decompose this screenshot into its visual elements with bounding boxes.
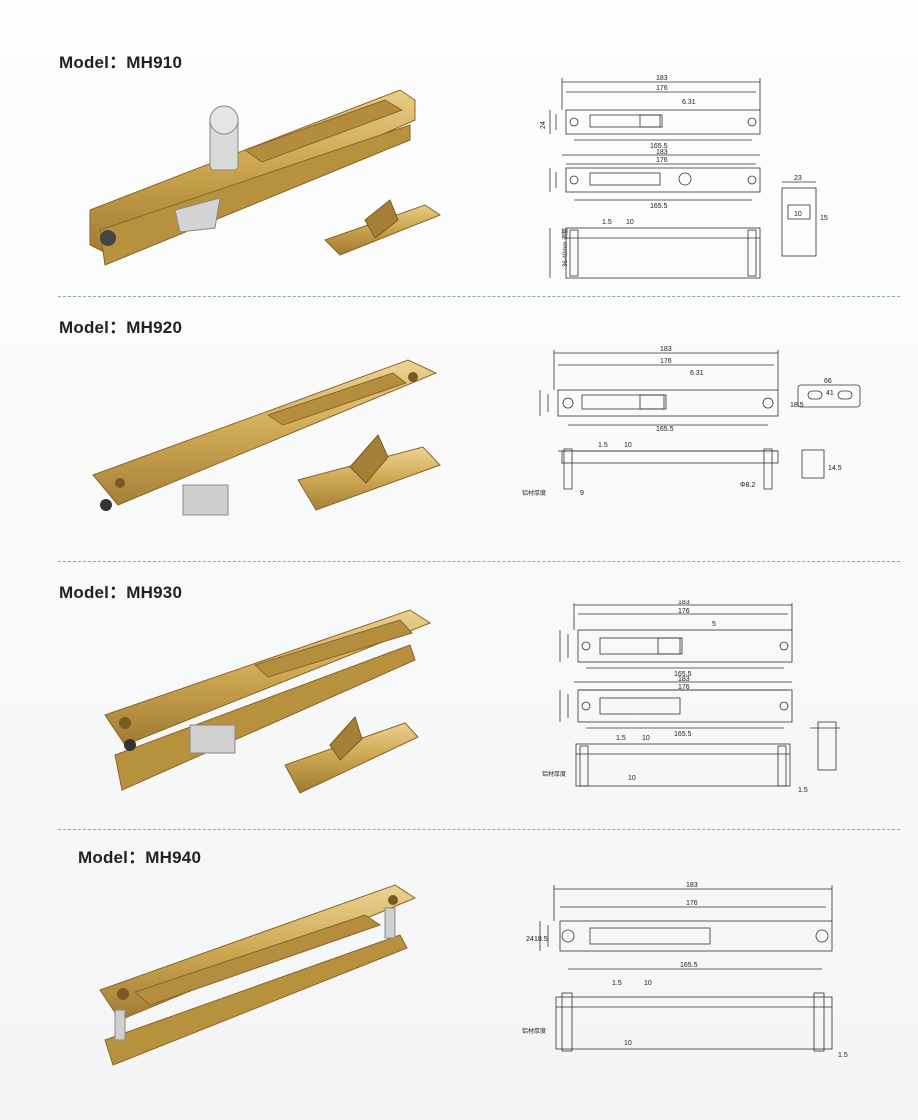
dim-overall: 183 xyxy=(686,882,698,889)
section-divider-1 xyxy=(58,296,900,297)
dim-side-w: 23 xyxy=(794,175,802,182)
lock-photo-mh920 xyxy=(92,359,441,516)
dim-overall: 183 xyxy=(678,600,690,606)
dim-step: 6.31 xyxy=(682,99,696,106)
note-adjust: 36-40mm 调整 xyxy=(561,228,569,267)
note-thickness: 铝材厚度 xyxy=(522,489,546,497)
model-title-mh910: Model：MH910 xyxy=(59,53,183,72)
dim-small-b: 10 xyxy=(644,980,652,987)
latch-hook-icon xyxy=(182,484,229,516)
dim-side-mid: 10 xyxy=(794,211,802,218)
dim-keeper-h: 18.5 xyxy=(790,402,804,409)
dim-depth: 9 xyxy=(580,490,584,497)
dim-depth: 10 xyxy=(628,775,636,782)
dim-overall-2: 183 xyxy=(656,149,668,156)
dim-keeper-side: 14.5 xyxy=(828,465,842,472)
dim-side-h: 15 xyxy=(820,215,828,222)
technical-drawing-mh930: 183 176 5 165.5 183 176 165.5 1.5 10 10 … xyxy=(542,600,840,794)
dim-depth: 10 xyxy=(624,1040,632,1047)
dim-inner: 176 xyxy=(686,900,698,907)
dim-small-a: 1.5 xyxy=(602,219,612,226)
dim-overall: 183 xyxy=(660,346,672,353)
latch-hook-icon xyxy=(189,724,236,754)
dim-small-a: 1.5 xyxy=(616,735,626,742)
model-title-mh940: Model：MH940 xyxy=(78,848,202,867)
note-thickness: 铝材厚度 xyxy=(522,1027,546,1035)
dim-step: 5 xyxy=(712,621,716,628)
dim-small-b: 10 xyxy=(624,442,632,449)
dim-diameter: Φ8.2 xyxy=(740,482,755,489)
dim-keeper-w: 66 xyxy=(824,378,832,385)
dim-overall: 183 xyxy=(656,75,668,82)
dim-slot-2: 165.5 xyxy=(674,731,692,738)
dim-inner: 176 xyxy=(656,85,668,92)
note-thickness: 铝材厚度 xyxy=(542,770,566,778)
dim-height-outer: 24 xyxy=(526,936,534,943)
dim-height-inner: 18.5 xyxy=(534,936,548,943)
model-title-mh920: Model：MH920 xyxy=(59,318,183,337)
dim-slot-2: 165.5 xyxy=(650,203,668,210)
dim-small-a: 1.5 xyxy=(612,980,622,987)
dim-step: 6.31 xyxy=(690,370,704,377)
lock-photo-mh940 xyxy=(99,884,417,1066)
model-title-mh930: Model：MH930 xyxy=(59,583,183,602)
lock-photo-mh930 xyxy=(104,609,432,794)
dim-slot: 165.5 xyxy=(674,671,692,678)
section-divider-2 xyxy=(58,561,900,562)
dim-inner-2: 176 xyxy=(678,684,690,691)
dim-keeper-slot: 41 xyxy=(826,390,834,397)
technical-drawing-mh940: 183 176 165.5 24 18.5 1.5 10 10 1.5 铝材厚度 xyxy=(522,882,848,1059)
technical-drawing-mh910: 183 176 6.31 165.5 24 183 176 165.5 23 1… xyxy=(540,75,828,279)
dim-slot: 165.5 xyxy=(680,962,698,969)
dim-small-b: 10 xyxy=(642,735,650,742)
dim-overall-2: 183 xyxy=(678,676,690,683)
section-divider-3 xyxy=(58,829,900,830)
keeper-mh930 xyxy=(284,722,419,794)
dim-small-a: 1.5 xyxy=(598,442,608,449)
dim-height-outer: 24 xyxy=(540,121,547,129)
dim-base: 1.5 xyxy=(838,1052,848,1059)
dim-small-b: 10 xyxy=(626,219,634,226)
dim-inner: 176 xyxy=(660,358,672,365)
dim-base: 1.5 xyxy=(798,787,808,794)
lock-photo-mh910 xyxy=(89,89,442,266)
dim-slot: 165.5 xyxy=(650,143,668,150)
dim-slot: 165.5 xyxy=(656,426,674,433)
dim-inner-2: 176 xyxy=(656,157,668,164)
technical-drawing-mh920: 183 176 6.31 165.5 66 41 18.5 14.5 1.5 1… xyxy=(522,346,861,497)
dim-inner: 176 xyxy=(678,608,690,615)
